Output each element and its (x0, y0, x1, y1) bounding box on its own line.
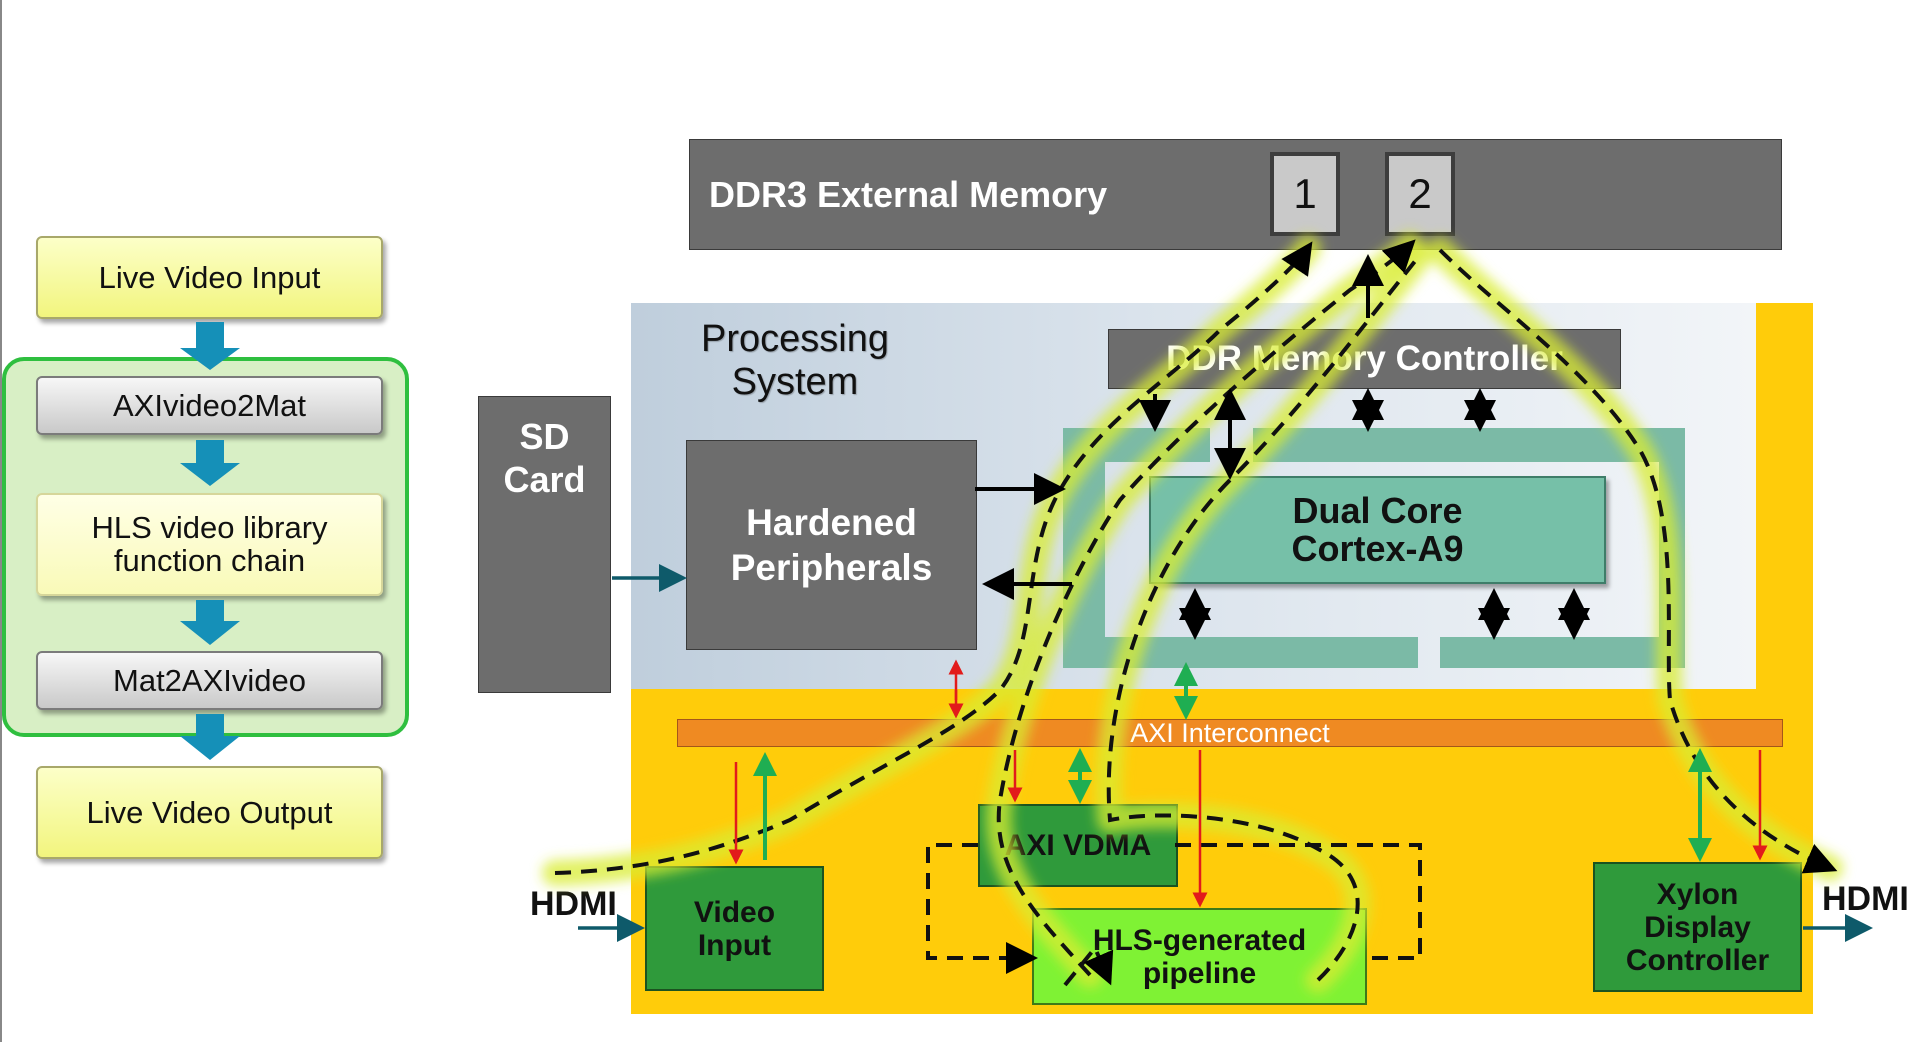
ps-bus-bottom-right (1440, 637, 1685, 668)
ddr3-memory-bar (689, 139, 1782, 250)
memory-slot-1-label: 1 (1293, 170, 1317, 217)
mat2axivideo-label: Mat2AXIvideo (113, 662, 306, 698)
axivideo2mat-box: AXIvideo2Mat (36, 376, 383, 435)
ps-arrows (975, 254, 1590, 640)
memory-slot-2-label: 2 (1408, 170, 1432, 217)
hls-chain-label: HLS video library function chain (91, 509, 328, 578)
flow-arrow-3 (180, 600, 240, 645)
hdmi-output-label: HDMI (1822, 880, 1909, 918)
live-video-input-box: Live Video Input (36, 236, 383, 319)
hls-pipeline-label: HLS-generated pipeline (1092, 923, 1307, 990)
hdmi-input-label: HDMI (530, 885, 617, 923)
live-video-input-label: Live Video Input (98, 259, 321, 295)
sd-card-label: SD Card (503, 416, 586, 501)
left-edge-line (0, 0, 2, 1042)
teal-arrows (578, 564, 1873, 942)
memory-slot-2: 2 (1385, 152, 1455, 236)
flow-arrow-2 (180, 440, 240, 486)
flow-arrow-1 (180, 322, 240, 370)
axi-interconnect-bar: AXI Interconnect (677, 717, 1783, 748)
video-input-box: Video Input (645, 866, 824, 991)
video-input-label: Video Input (693, 895, 776, 962)
xylon-display-label: Xylon Display Controller (1625, 877, 1770, 977)
mat2axivideo-box: Mat2AXIvideo (36, 651, 383, 710)
axi-vdma-label: AXI VDMA (1004, 829, 1152, 862)
memory-slot-1: 1 (1270, 152, 1340, 236)
live-video-output-box: Live Video Output (36, 766, 383, 859)
data-path-dashed (554, 239, 1838, 987)
xylon-display-controller-box: Xylon Display Controller (1593, 862, 1802, 992)
processing-system-label: Processing System (701, 318, 889, 404)
axi-interconnect-label: AXI Interconnect (1130, 717, 1330, 748)
hardened-peripherals-box: Hardened Peripherals (686, 440, 977, 650)
red-arrows (728, 659, 1768, 908)
hardened-peripherals-label: Hardened Peripherals (730, 501, 933, 588)
axivideo2mat-label: AXIvideo2Mat (113, 387, 306, 423)
sd-card-box: SD Card (478, 396, 611, 693)
dual-core-cortex-label: Dual Core Cortex-A9 (1291, 489, 1464, 569)
flow-arrow-4 (180, 714, 240, 760)
green-arrows (753, 662, 1712, 862)
live-video-output-label: Live Video Output (86, 794, 333, 830)
ddr3-label: DDR3 External Memory (709, 174, 1108, 215)
hls-chain-box: HLS video library function chain (36, 493, 383, 596)
dual-core-cortex-a9: Dual Core Cortex-A9 (1149, 476, 1606, 584)
